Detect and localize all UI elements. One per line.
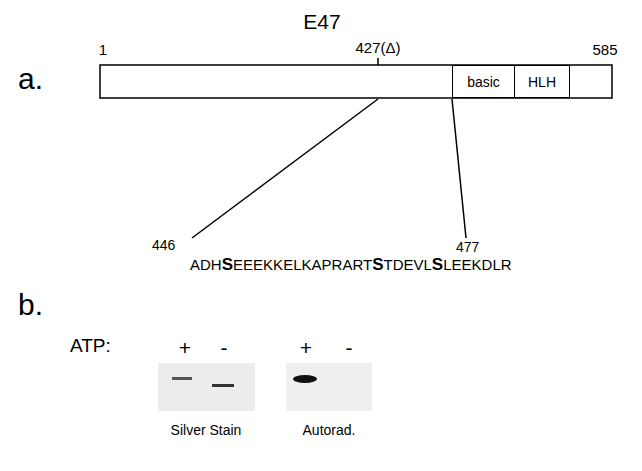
deletion-tick — [377, 58, 379, 65]
panel-label: b. — [18, 288, 43, 321]
zoom-line — [192, 99, 378, 238]
gel-caption: Autorad. — [303, 423, 356, 438]
zoom-line — [452, 99, 466, 238]
gel-band — [212, 384, 234, 387]
residue-number: 477 — [456, 240, 479, 255]
lane-label: - — [346, 336, 353, 359]
residue-number: 1 — [99, 42, 107, 59]
peptide-sequence: ADHSEEEKKELKAPRARTSTDEVLSLEEKDLR — [190, 256, 512, 275]
silver-stain-gel — [158, 363, 255, 411]
gel-caption: Silver Stain — [171, 423, 242, 438]
lane-label: + — [300, 336, 312, 359]
residue-number: 427(Δ) — [355, 40, 400, 57]
protein-bar — [100, 65, 612, 98]
panel-label: a. — [18, 62, 43, 95]
lane-label: - — [221, 336, 228, 359]
autorad-film — [286, 363, 372, 411]
domain-box: basic — [452, 65, 515, 98]
lane-label: + — [179, 336, 191, 359]
residue-number: 585 — [592, 42, 617, 59]
autorad-band — [293, 375, 317, 383]
domain-label: HLH — [528, 74, 556, 90]
domain-box: HLH — [514, 65, 570, 98]
condition-label: ATP: — [70, 336, 111, 357]
residue-number: 446 — [152, 238, 175, 253]
figure-title: E47 — [303, 10, 340, 33]
domain-label: basic — [467, 74, 500, 90]
gel-band — [172, 377, 192, 380]
